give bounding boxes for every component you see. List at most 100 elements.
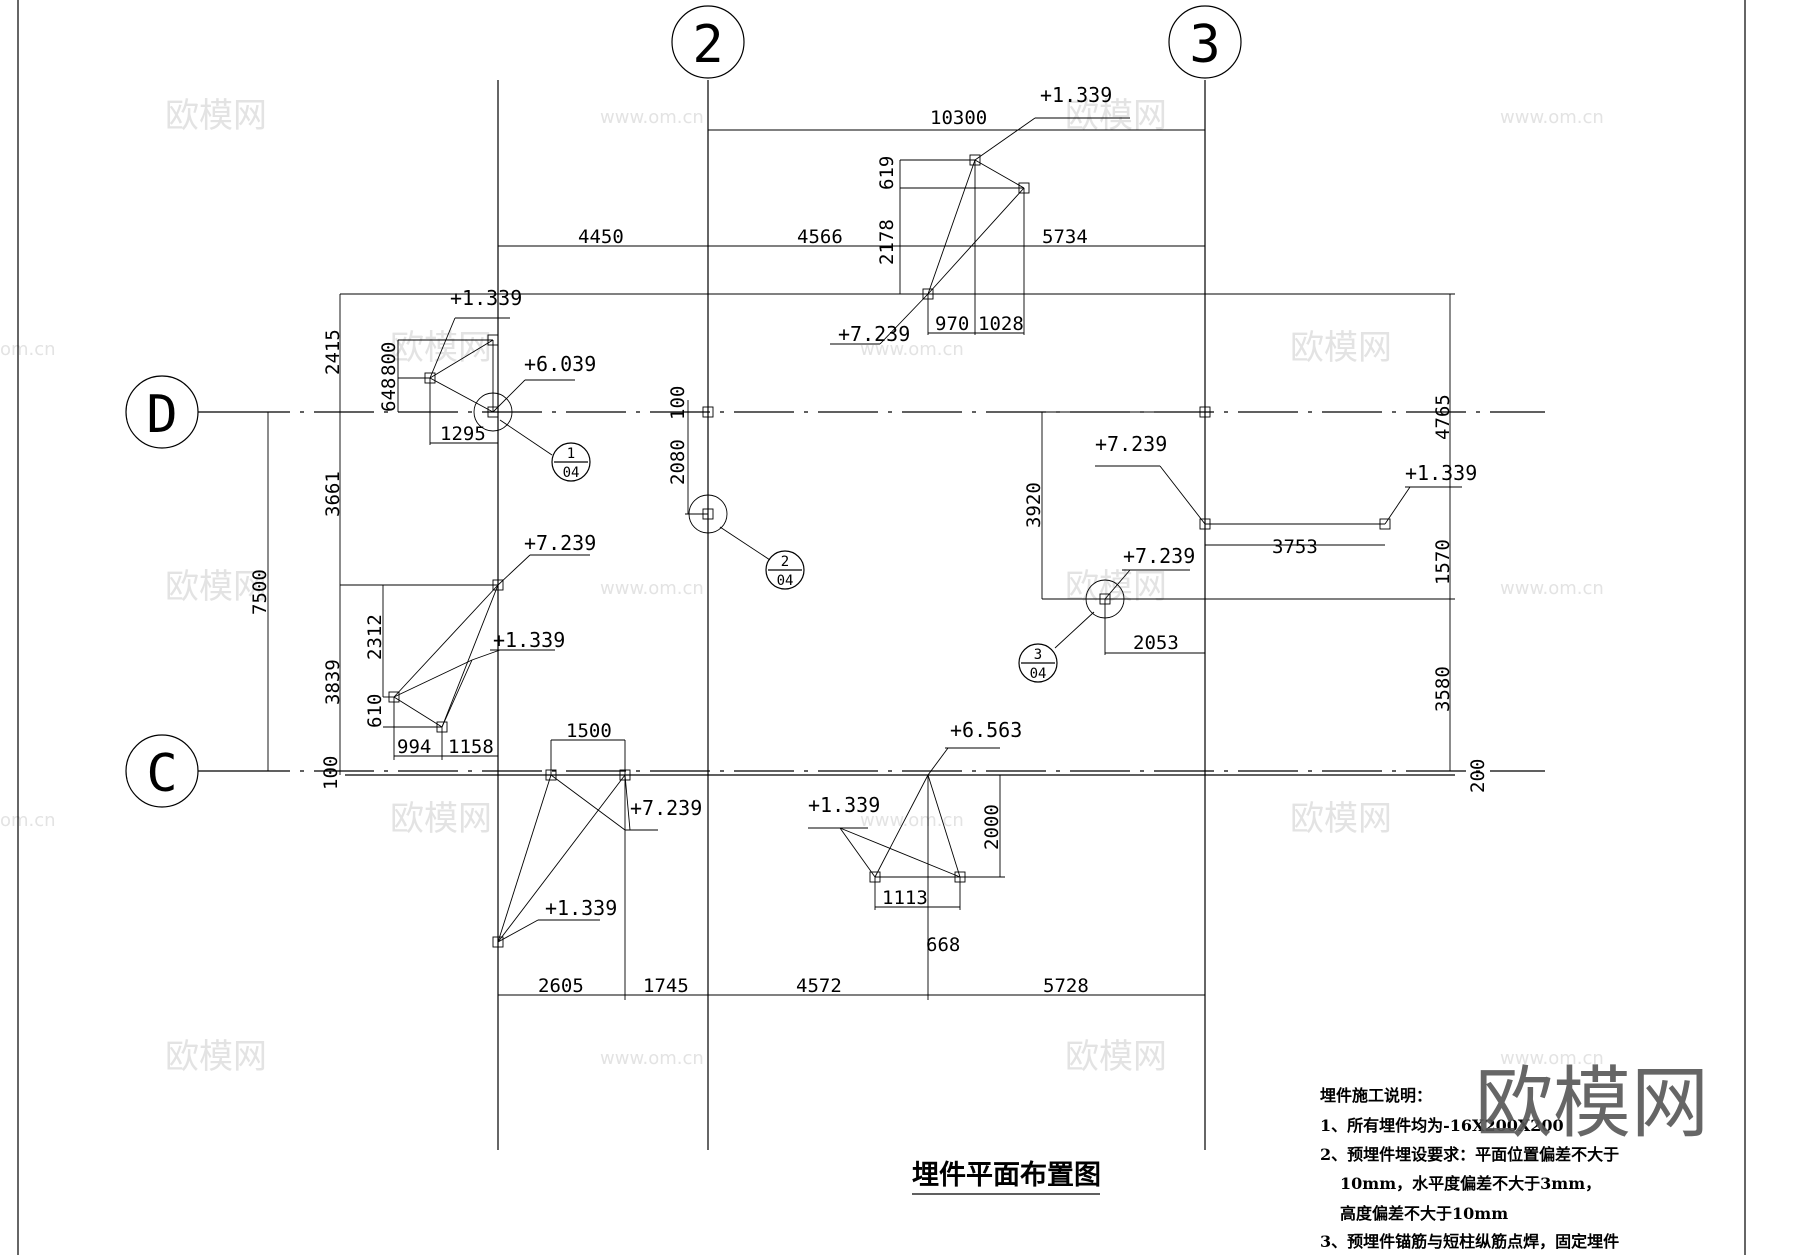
watermark-brand: 欧模网 xyxy=(1065,96,1167,136)
grid-label-3: 3 xyxy=(1189,15,1220,75)
watermark-url: www.om.cn xyxy=(600,107,704,128)
right-embedment-group: 3920 3753 4765 1570 3580 200 2053 xyxy=(1023,294,1489,793)
detail-sheet: 04 xyxy=(563,465,580,481)
dim-3839: 3839 xyxy=(322,659,344,705)
page-title: 埋件平面布置图 xyxy=(912,1160,1101,1191)
dim-1570: 1570 xyxy=(1432,539,1454,585)
grid-bubble-2: 2 xyxy=(671,5,745,79)
elevation-mark: +1.339 xyxy=(450,286,522,310)
sheet-border xyxy=(17,0,1746,1255)
dim-1745: 1745 xyxy=(643,975,689,997)
elevation-mark: +1.339 xyxy=(808,793,880,817)
dim-1113: 1113 xyxy=(882,887,928,909)
grid-bubble-d: D xyxy=(125,375,230,449)
brand-watermark: 欧模网 xyxy=(1475,1059,1709,1149)
detail-number: 3 xyxy=(1034,647,1042,663)
watermark-brand: 欧模网 xyxy=(1065,567,1167,607)
dim-4572: 4572 xyxy=(796,975,842,997)
watermark-url: www.om.cn xyxy=(1500,578,1604,599)
notes-line: 3、预埋件锚筋与短柱纵筋点焊，固定埋件 xyxy=(1320,1232,1619,1251)
dim-648: 648 xyxy=(378,378,400,412)
dim-3661: 3661 xyxy=(322,471,344,517)
dim-1295: 1295 xyxy=(440,423,486,445)
detail-number: 2 xyxy=(781,554,789,570)
dim-800: 800 xyxy=(378,342,400,376)
watermark-url: www.om.cn xyxy=(600,578,704,599)
watermark-brand: 欧模网 xyxy=(165,1037,267,1077)
dim-4450: 4450 xyxy=(578,226,624,248)
grid-label-d: D xyxy=(146,385,177,445)
dim-100-axis2: 100 xyxy=(667,386,689,420)
bottom-dimensions: 2605 1745 4572 5728 xyxy=(498,975,1205,997)
dim-1158: 1158 xyxy=(448,736,494,758)
grid-label-2: 2 xyxy=(692,15,723,75)
elevation-mark: +1.339 xyxy=(493,628,565,652)
watermark-brand: 欧模网 xyxy=(390,328,492,368)
dim-1500: 1500 xyxy=(566,720,612,742)
watermark-brand: 欧模网 xyxy=(390,799,492,839)
dim-970: 970 xyxy=(935,313,969,335)
watermark-brand: 欧模网 xyxy=(1290,799,1392,839)
dim-2312: 2312 xyxy=(364,614,386,660)
watermark-brand: 欧模网 xyxy=(1065,1037,1167,1077)
dim-100-c: 100 xyxy=(320,756,342,790)
dim-5734: 5734 xyxy=(1042,226,1088,248)
watermark-url: www.om.cn xyxy=(1500,1048,1604,1069)
top-embedment-group: 619 2178 970 1028 xyxy=(830,117,1130,345)
elevation-mark: +6.563 xyxy=(950,718,1022,742)
dim-4765: 4765 xyxy=(1432,394,1454,440)
dim-2080: 2080 xyxy=(667,439,689,485)
dim-668: 668 xyxy=(926,934,960,956)
detail-callout-3: 3 04 xyxy=(1018,643,1058,683)
notes-line: 1、所有埋件均为-16X200X200 xyxy=(1320,1116,1564,1135)
grid-axes xyxy=(230,80,1545,1150)
elevation-mark: +7.239 xyxy=(1095,432,1167,456)
grid-bubble-3: 3 xyxy=(1168,5,1242,79)
detail-callout-1: 1 04 xyxy=(551,442,591,482)
notes-line: 10mm，水平度偏差不大于3mm， xyxy=(1340,1174,1601,1193)
watermark-brand: 欧模网 xyxy=(165,96,267,136)
watermark-url: www.om.cn xyxy=(860,339,964,360)
dim-2605: 2605 xyxy=(538,975,584,997)
watermark-url: om.cn xyxy=(0,810,56,831)
watermark-url: www.om.cn xyxy=(600,1048,704,1069)
left-mid-embedment-group: 2312 610 994 1158 xyxy=(340,554,590,760)
detail-number: 1 xyxy=(567,446,575,462)
elevation-mark: +7.239 xyxy=(630,796,702,820)
dim-2000: 2000 xyxy=(981,804,1003,850)
detail-sheet: 04 xyxy=(777,573,794,589)
grid-label-c: C xyxy=(146,744,177,804)
dim-10300: 10300 xyxy=(930,107,987,129)
left-dimensions: 7500 3661 3839 100 xyxy=(249,412,344,790)
elevation-mark: +1.339 xyxy=(545,896,617,920)
dim-619: 619 xyxy=(876,156,898,190)
notes-line: 高度偏差不大于10mm xyxy=(1340,1204,1508,1223)
watermark-url: www.om.cn xyxy=(860,810,964,831)
dim-5728: 5728 xyxy=(1043,975,1089,997)
notes-line: 2、预埋件埋设要求：平面位置偏差不大于 xyxy=(1320,1145,1619,1164)
elevation-mark: +7.239 xyxy=(838,322,910,346)
axis2-embedment-group: 100 2080 xyxy=(667,386,771,561)
d-left-embedment-group: 2415 800 648 1295 xyxy=(322,294,575,775)
detail-sheet: 04 xyxy=(1030,666,1047,682)
dim-3920: 3920 xyxy=(1023,482,1045,528)
watermark-brand: 欧模网 xyxy=(1290,328,1392,368)
detail-callout-2: 2 04 xyxy=(765,550,805,590)
dim-3753: 3753 xyxy=(1272,536,1318,558)
watermark-brand: 欧模网 xyxy=(165,567,267,607)
elevation-marks: +1.339 +7.239 +1.339 +6.039 +7.239 +1.33… xyxy=(450,83,1477,920)
elevation-mark: +1.339 xyxy=(1040,83,1112,107)
elevation-mark: +7.239 xyxy=(524,531,596,555)
dim-4566: 4566 xyxy=(797,226,843,248)
dim-2178: 2178 xyxy=(876,219,898,265)
dim-610: 610 xyxy=(364,694,386,728)
elevation-mark: +7.239 xyxy=(1123,544,1195,568)
top-dimensions: 10300 4450 4566 5734 xyxy=(340,107,1455,295)
dim-3580: 3580 xyxy=(1432,666,1454,712)
construction-notes: 埋件施工说明： 1、所有埋件均为-16X200X200 2、预埋件埋设要求：平面… xyxy=(1320,1086,1619,1251)
bottom-mid-embedment-group: 2000 1113 668 xyxy=(808,747,1005,1000)
watermark-url: www.om.cn xyxy=(1500,107,1604,128)
dim-994: 994 xyxy=(397,736,431,758)
dim-2415: 2415 xyxy=(322,329,344,375)
